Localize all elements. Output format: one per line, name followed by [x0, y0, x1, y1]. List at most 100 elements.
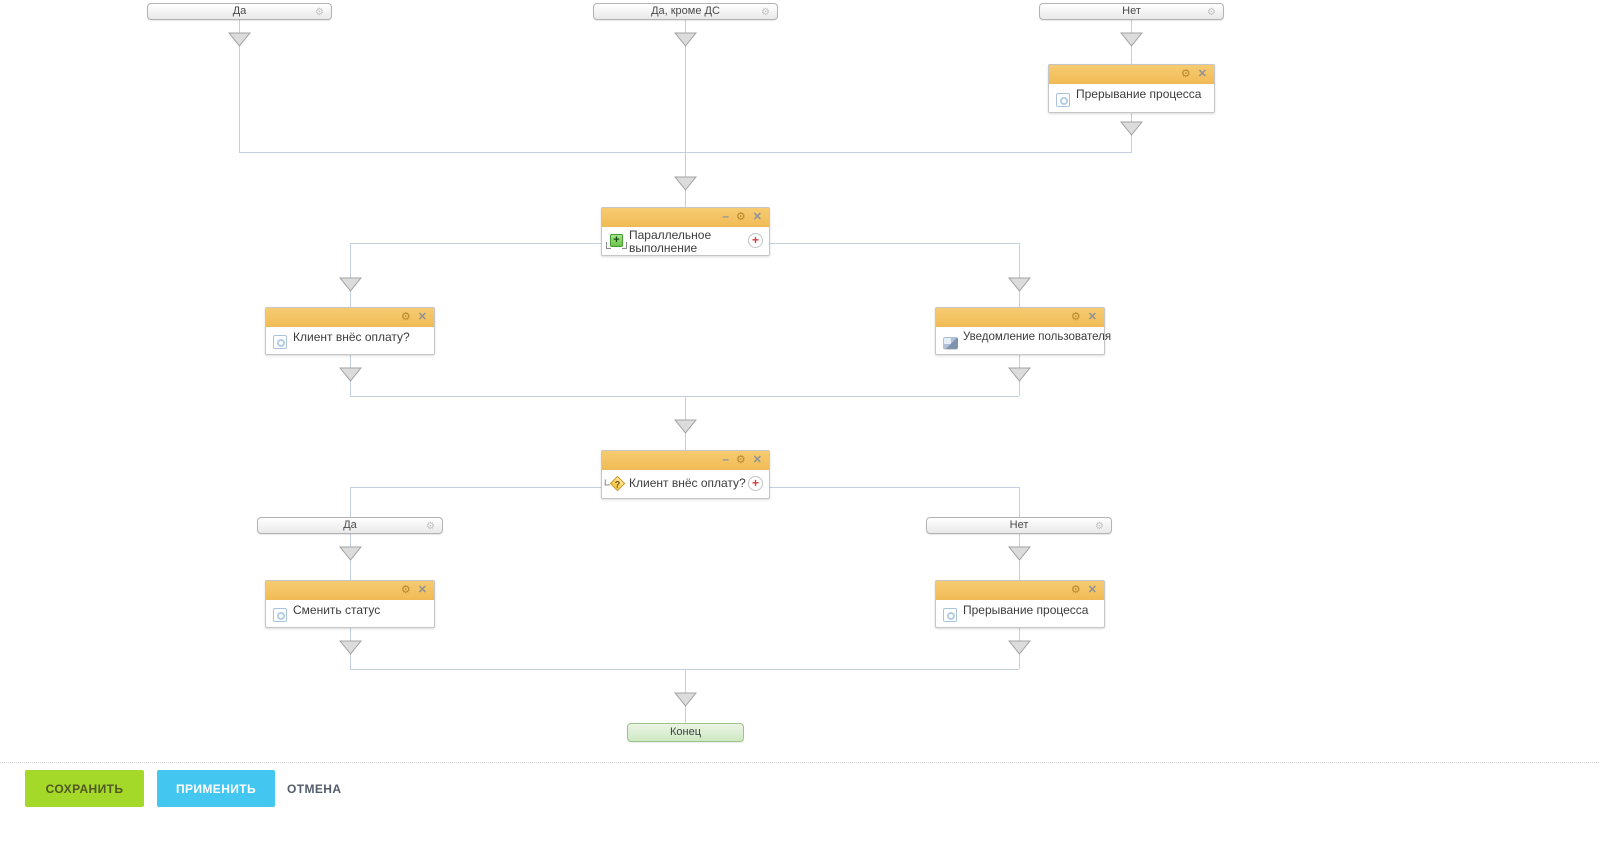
connector-line: [685, 20, 686, 207]
gear-icon[interactable]: ⚙: [426, 521, 435, 532]
connector-line: [350, 669, 1019, 670]
gear-icon[interactable]: ⚙: [1070, 584, 1081, 596]
node-title: Клиент внёс оплату?: [629, 476, 746, 490]
connector-line: [770, 243, 1019, 244]
arrow-triangle-icon: [673, 32, 698, 47]
gear-icon[interactable]: ⚙: [1207, 7, 1216, 18]
save-button[interactable]: СОХРАНИТЬ: [25, 770, 144, 807]
node-header: ⚙ ✕: [266, 308, 434, 327]
connector-line: [770, 487, 1019, 488]
connector-arrow: [1007, 277, 1032, 292]
node-client-paid-condition[interactable]: – ⚙ ✕ ? Клиент внёс оплату? +: [601, 450, 770, 499]
branch-label-text: Нет: [1122, 5, 1141, 17]
node-body: Прерывание процесса: [1049, 84, 1214, 112]
arrow-triangle-icon: [338, 640, 363, 655]
connector-arrow: [1119, 32, 1144, 47]
node-user-notification[interactable]: ⚙ ✕ Уведомление пользователя: [935, 307, 1112, 355]
node-body: Уведомление пользователя: [936, 327, 1112, 354]
arrow-triangle-icon: [1119, 32, 1144, 47]
connector-line: [350, 487, 351, 517]
connector-line: [350, 487, 601, 488]
arrow-triangle-icon: [673, 176, 698, 191]
node-change-status[interactable]: ⚙ ✕ Сменить статус: [265, 580, 435, 628]
branch-label-text: Да: [343, 519, 357, 531]
question-mark: ?: [614, 479, 621, 490]
arrow-triangle-icon: [1007, 277, 1032, 292]
connector-line: [1019, 487, 1020, 517]
gear-icon[interactable]: ⚙: [1180, 68, 1191, 80]
add-branch-button[interactable]: +: [748, 476, 763, 491]
branch-label-text: Да: [232, 5, 247, 17]
connector-arrow: [227, 32, 252, 47]
minimize-icon[interactable]: –: [722, 452, 729, 466]
add-action-button[interactable]: +: [748, 233, 763, 248]
node-header: – ⚙ ✕: [602, 451, 769, 470]
gear-icon[interactable]: ⚙: [400, 584, 411, 596]
connector-line: [350, 243, 601, 244]
node-body: Прерывание процесса: [936, 600, 1104, 627]
cancel-button[interactable]: ОТМЕНА: [287, 770, 341, 807]
footer-toolbar: СОХРАНИТЬ ПРИМЕНИТЬ ОТМЕНА: [0, 762, 1599, 854]
node-client-paid-activity[interactable]: ⚙ ✕ Клиент внёс оплату?: [265, 307, 435, 355]
connector-line: [350, 396, 1019, 397]
close-icon[interactable]: ✕: [1087, 311, 1097, 323]
node-terminate-process-top[interactable]: ⚙ ✕ Прерывание процесса: [1048, 64, 1215, 113]
node-header: ⚙ ✕: [936, 308, 1104, 327]
node-body: Клиент внёс оплату?: [266, 327, 434, 354]
gear-icon[interactable]: ⚙: [735, 454, 746, 466]
end-label: Конец: [669, 726, 702, 738]
gear-icon[interactable]: ⚙: [761, 7, 770, 18]
connector-arrow: [338, 277, 363, 292]
node-title: Клиент внёс оплату?: [293, 330, 410, 344]
close-icon[interactable]: ✕: [417, 311, 427, 323]
node-title: Прерывание процесса: [963, 603, 1089, 617]
arrow-triangle-icon: [227, 32, 252, 47]
arrow-triangle-icon: [1007, 367, 1032, 382]
node-body: Сменить статус: [266, 600, 434, 627]
status-action-icon: [943, 608, 957, 622]
branch-label-yes-except-ds[interactable]: Да, кроме ДС ⚙: [593, 3, 778, 20]
node-header: ⚙ ✕: [266, 581, 434, 600]
gear-icon[interactable]: ⚙: [400, 311, 411, 323]
arrow-triangle-icon: [338, 277, 363, 292]
connector-line: [1019, 243, 1020, 307]
close-icon[interactable]: ✕: [1197, 68, 1207, 80]
arrow-triangle-icon: [338, 546, 363, 561]
arrow-triangle-icon: [338, 367, 363, 382]
connector-arrow: [338, 546, 363, 561]
arrow-triangle-icon: [673, 692, 698, 707]
branch-label-no-bottom[interactable]: Нет ⚙: [926, 517, 1112, 534]
connector-line: [239, 152, 1132, 153]
connector-line: [350, 243, 351, 307]
close-icon[interactable]: ✕: [752, 211, 762, 223]
arrow-triangle-icon: [1007, 640, 1032, 655]
close-icon[interactable]: ✕: [417, 584, 427, 596]
branch-label-text: Да, кроме ДС: [651, 5, 720, 17]
status-action-icon: [273, 335, 287, 349]
gear-icon[interactable]: ⚙: [735, 211, 746, 223]
branch-label-yes-bottom[interactable]: Да ⚙: [257, 517, 443, 534]
node-header: ⚙ ✕: [1049, 65, 1214, 84]
node-title: Сменить статус: [293, 603, 381, 617]
node-body: + Параллельное выполнение +: [602, 227, 769, 255]
node-parallel-execution[interactable]: – ⚙ ✕ + Параллельное выполнение +: [601, 207, 770, 256]
arrow-triangle-icon: [673, 419, 698, 434]
node-terminate-process-bottom[interactable]: ⚙ ✕ Прерывание процесса: [935, 580, 1105, 628]
gear-icon[interactable]: ⚙: [315, 7, 324, 18]
gear-icon[interactable]: ⚙: [1070, 311, 1081, 323]
gear-icon[interactable]: ⚙: [1095, 521, 1104, 532]
status-action-icon: [273, 608, 287, 622]
branch-label-no-top[interactable]: Нет ⚙: [1039, 3, 1224, 20]
branch-label-yes-top[interactable]: Да ⚙: [147, 3, 332, 20]
connector-arrow: [673, 176, 698, 191]
connector-arrow: [673, 32, 698, 47]
node-end: Конец: [627, 723, 744, 742]
node-title: Параллельное выполнение: [629, 228, 712, 255]
close-icon[interactable]: ✕: [1087, 584, 1097, 596]
apply-button[interactable]: ПРИМЕНИТЬ: [157, 770, 275, 807]
parallel-execution-icon: +: [606, 234, 627, 249]
node-title: Уведомление пользователя: [963, 331, 1112, 343]
minimize-icon[interactable]: –: [722, 209, 729, 223]
close-icon[interactable]: ✕: [752, 454, 762, 466]
